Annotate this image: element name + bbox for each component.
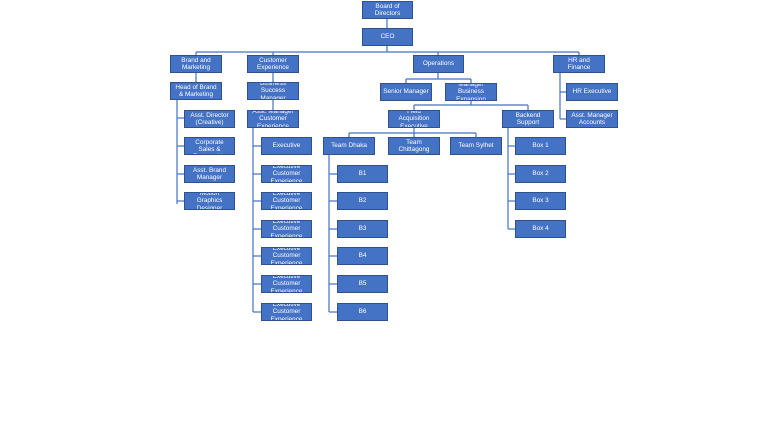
team-box: Team Chittagong — [388, 137, 440, 155]
hr-finance-box: HR and Finance — [553, 55, 605, 73]
backend-support-box: Backend Support — [502, 110, 554, 128]
ceo-box: CEO — [362, 28, 413, 46]
executive-cx-box: Executive Customer Experience — [261, 192, 312, 210]
dhaka-member-label: B1 — [358, 170, 367, 178]
brand-member-box: Asst. Director (Creative) — [184, 110, 235, 128]
executive-cx-label: Executive Customer Experience — [270, 192, 303, 210]
dhaka-member-label: B4 — [358, 252, 367, 260]
executive-cx-label: Executive Customer Experience — [270, 165, 303, 183]
executive-cx-box: Executive Customer Experience — [261, 303, 312, 321]
executive-cx-box: Executive Customer Experience — [261, 247, 312, 265]
brand-marketing-box: Brand and Marketing — [170, 55, 222, 73]
senior-manager-box: Senior Manager — [380, 83, 432, 101]
executive-box: Executive — [261, 137, 312, 155]
field-acquisition-box: Field Acquisition Executive — [388, 110, 440, 128]
brand-member-label: Asst. Manager Corporate Sales & Partners… — [189, 138, 230, 154]
executive-label: Executive — [272, 142, 301, 150]
backend-member-box: Box 4 — [515, 220, 566, 238]
team-box: Team Dhaka — [323, 137, 375, 155]
head-brand-marketing-box: Head of Brand & Marketing — [170, 82, 222, 100]
hr-executive-box: HR Executive — [566, 83, 618, 101]
dhaka-member-label: B3 — [358, 225, 367, 233]
dhaka-member-box: B4 — [337, 247, 388, 265]
manager-business-expansion-label: Manager Business Expansion — [456, 83, 486, 101]
senior-manager-label: Senior Manager — [383, 88, 429, 96]
asst-manager-cx-label: Asst. Manager Customer Experience — [252, 110, 294, 128]
brand-member-box: Motion Graphics Designer — [184, 192, 235, 210]
brand-member-label: Asst. Brand Manager — [192, 166, 227, 181]
dhaka-member-box: B3 — [337, 220, 388, 238]
team-label: Team Sylhet — [458, 142, 494, 150]
business-success-manager-box: Business Success Manager — [247, 82, 299, 100]
business-success-manager-label: Business Success Manager — [260, 82, 286, 100]
backend-member-label: Box 3 — [532, 197, 549, 205]
brand-member-label: Motion Graphics Designer — [196, 192, 223, 210]
dhaka-member-box: B5 — [337, 275, 388, 293]
team-box: Team Sylhet — [450, 137, 502, 155]
backend-member-label: Box 1 — [532, 142, 549, 150]
executive-cx-label: Executive Customer Experience — [270, 220, 303, 238]
brand-member-label: Asst. Director (Creative) — [190, 111, 229, 126]
executive-cx-box: Executive Customer Experience — [261, 275, 312, 293]
hr-executive-label: HR Executive — [572, 88, 612, 96]
backend-support-label: Backend Support — [515, 111, 541, 126]
brand-member-box: Asst. Brand Manager — [184, 165, 235, 183]
executive-cx-box: Executive Customer Experience — [261, 220, 312, 238]
brand-marketing-label: Brand and Marketing — [181, 56, 211, 71]
dhaka-member-label: B5 — [358, 280, 367, 288]
dhaka-member-label: B6 — [358, 308, 367, 316]
dhaka-member-label: B2 — [358, 197, 367, 205]
head-brand-marketing-label: Head of Brand & Marketing — [175, 83, 217, 98]
brand-member-box: Asst. Manager Corporate Sales & Partners… — [184, 137, 235, 155]
dhaka-member-box: B1 — [337, 165, 388, 183]
hr-finance-label: HR and Finance — [567, 56, 591, 71]
backend-member-box: Box 2 — [515, 165, 566, 183]
team-label: Team Dhaka — [331, 142, 367, 150]
asst-manager-accounts-label: Asst. Manager Accounts — [571, 111, 613, 126]
board-label: Board of Directors — [374, 2, 401, 17]
executive-cx-label: Executive Customer Experience — [270, 303, 303, 321]
operations-box: Operations — [413, 55, 464, 73]
backend-member-label: Box 2 — [532, 170, 549, 178]
ceo-label: CEO — [380, 33, 395, 41]
executive-cx-box: Executive Customer Experience — [261, 165, 312, 183]
team-label: Team Chittagong — [398, 138, 430, 153]
backend-member-box: Box 3 — [515, 192, 566, 210]
executive-cx-label: Executive Customer Experience — [270, 275, 303, 293]
customer-experience-label: Customer Experience — [257, 56, 289, 71]
dhaka-member-box: B6 — [337, 303, 388, 321]
field-acquisition-label: Field Acquisition Executive — [398, 110, 430, 128]
asst-manager-cx-box: Asst. Manager Customer Experience — [247, 110, 299, 128]
asst-manager-accounts-box: Asst. Manager Accounts — [566, 110, 618, 128]
customer-experience-box: Customer Experience — [247, 55, 299, 73]
executive-cx-label: Executive Customer Experience — [270, 247, 303, 265]
manager-business-expansion-box: Manager Business Expansion — [445, 83, 497, 101]
dhaka-member-box: B2 — [337, 192, 388, 210]
backend-member-box: Box 1 — [515, 137, 566, 155]
board-of-directors-box: Board of Directors — [362, 1, 413, 19]
operations-label: Operations — [422, 60, 455, 68]
backend-member-label: Box 4 — [532, 225, 549, 233]
